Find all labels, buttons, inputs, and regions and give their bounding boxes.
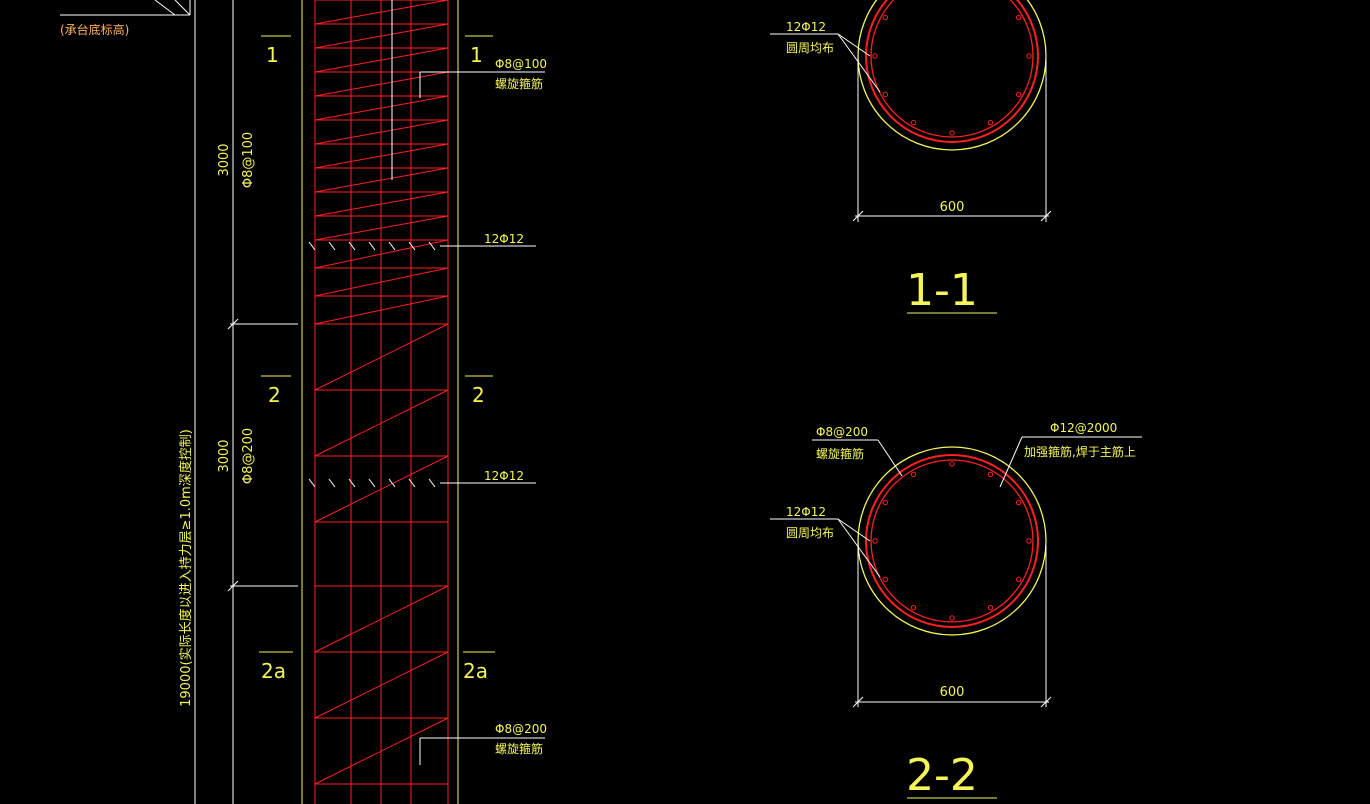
main-bar-label-upper: 12Φ12 [484, 232, 524, 246]
main-bar-dot [949, 615, 955, 621]
main-bar-tick [308, 478, 316, 488]
main-bar-tick [428, 241, 436, 251]
section-2-2-ring-desc: 加强箍筋,焊于主筋上 [1024, 444, 1136, 459]
main-bar-dot [1015, 499, 1022, 506]
spiral-stirrup [314, 23, 449, 49]
lower-stirrup-spec: Φ8@200 [495, 722, 547, 736]
section-2-2-main-bar-spec: 12Φ12 [786, 505, 826, 519]
main-bar-dot [882, 14, 889, 21]
dim-upper-3000: 3000 [217, 143, 232, 176]
main-bar-tick [388, 241, 396, 251]
cut-mark-2-right: 2 [472, 383, 485, 407]
main-bar-dot [949, 130, 955, 136]
main-bar-dot [910, 471, 917, 478]
cut-mark-2-left: 2 [268, 383, 281, 407]
spiral-stirrup [314, 717, 449, 785]
spiral-stirrup [314, 455, 449, 523]
main-bar-dot [1026, 538, 1032, 544]
main-bar-tick [428, 478, 436, 488]
section-1-1-main-bar-desc: 圆周均布 [786, 41, 834, 55]
main-bar-tick [348, 241, 356, 251]
main-bar-dot [882, 91, 889, 98]
spiral-stirrup [314, 267, 449, 297]
main-bar-dot [1026, 53, 1032, 59]
main-bar-dot [987, 119, 994, 126]
elevation-callout-leaders [391, 0, 545, 765]
rebar-cage [308, 0, 449, 804]
total-length-dimension: 19000(实际长度以进入持力层≥1.0m深度控制) [178, 429, 194, 707]
section-1-1-main-bars [872, 14, 1032, 136]
spiral-stirrup [314, 651, 449, 719]
pile-outline [301, 0, 459, 804]
main-bar-dot [882, 576, 889, 583]
main-bar-dot [949, 461, 955, 467]
spiral-stirrup [314, 323, 449, 391]
main-bar-dot [987, 604, 994, 611]
main-bar-dot [910, 604, 917, 611]
section-2-2-stirrup-desc: 螺旋箍筋 [816, 446, 864, 461]
main-bar-tick [388, 478, 396, 488]
spiral-stirrup [314, 585, 449, 653]
upper-stirrup-spec: Φ8@100 [495, 57, 547, 71]
section-2-2-stirrup-spec: Φ8@200 [816, 425, 868, 439]
main-bar-tick [368, 478, 376, 488]
section-2-2-diameter: 600 [940, 685, 965, 700]
spiral-stirrup [314, 71, 449, 97]
elevation-dimension-lines [60, 0, 298, 804]
upper-stirrup-desc: 螺旋箍筋 [495, 76, 543, 91]
main-bar-dot [1015, 576, 1022, 583]
stirrup-spacing-middle: Φ8@200 [241, 428, 256, 484]
section-2-2-title: 2-2 [906, 750, 978, 801]
section-1-1-geometry [770, 0, 1052, 314]
section-1-1-main-bar-spec: 12Φ12 [786, 20, 826, 34]
section-1-1-diameter: 600 [940, 200, 965, 215]
main-bar-dot [1015, 91, 1022, 98]
cap-bottom-elevation-note: (承台底标高) [60, 22, 129, 37]
cut-mark-1-left: 1 [266, 43, 279, 67]
main-bar-tick [408, 241, 416, 251]
main-bar-tick [308, 241, 316, 251]
spiral-stirrup [314, 143, 449, 169]
spiral-stirrup [314, 295, 449, 325]
cut-mark-2a-right: 2a [463, 659, 488, 683]
spiral-stirrup [314, 119, 449, 145]
spiral-stirrup [314, 0, 449, 25]
spiral-stirrup [314, 95, 449, 121]
cut-mark-1-right: 1 [470, 43, 483, 67]
dim-middle-3000: 3000 [217, 439, 232, 472]
main-bar-dot [882, 499, 889, 506]
spiral-stirrup [314, 389, 449, 457]
main-bar-dot [910, 119, 917, 126]
main-bar-tick [328, 241, 336, 251]
section-1-1-title: 1-1 [906, 265, 978, 316]
stirrup-spacing-upper: Φ8@100 [241, 132, 256, 188]
cut-mark-2a-left: 2a [261, 659, 286, 683]
main-bar-tick [408, 478, 416, 488]
spiral-stirrup [314, 47, 449, 73]
section-2-2-geometry [770, 436, 1142, 799]
spiral-stirrup [314, 239, 449, 269]
main-bar-dot [872, 53, 878, 59]
main-bar-tick [348, 478, 356, 488]
spiral-stirrup [314, 191, 449, 217]
section-2-2-main-bars [872, 461, 1032, 621]
main-bar-label-lower: 12Φ12 [484, 469, 524, 483]
section-2-2-ring-spec: Φ12@2000 [1050, 421, 1117, 435]
section-cut-marks [259, 35, 495, 653]
main-bar-tick [328, 478, 336, 488]
lower-stirrup-desc: 螺旋箍筋 [495, 741, 543, 756]
main-bar-dot [872, 538, 878, 544]
main-bar-dot [987, 471, 994, 478]
main-bar-tick [368, 241, 376, 251]
spiral-stirrup [314, 215, 449, 241]
main-bar-dot [1015, 14, 1022, 21]
section-2-2-main-bar-desc: 圆周均布 [786, 526, 834, 540]
spiral-stirrup [314, 167, 449, 193]
